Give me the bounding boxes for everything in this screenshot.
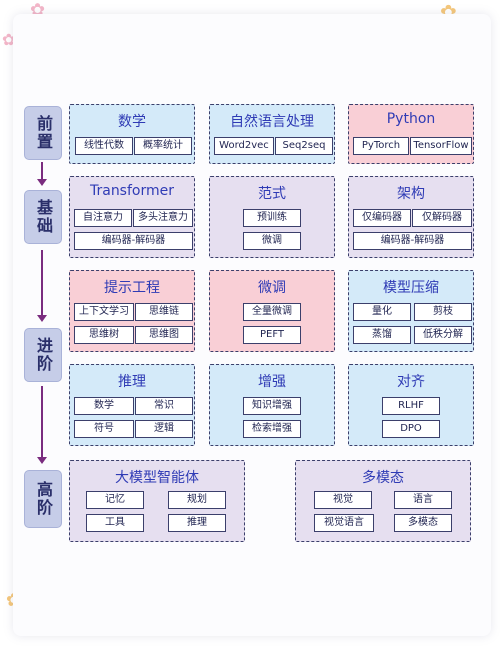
box-title: 数学 bbox=[118, 114, 146, 130]
topic-chip: 语言 bbox=[394, 491, 452, 509]
topic-chip: 线性代数 bbox=[75, 137, 133, 155]
box-math: 数学 线性代数 概率统计 bbox=[69, 104, 195, 164]
box-title: 多模态 bbox=[362, 470, 404, 486]
topic-chip: 工具 bbox=[86, 514, 144, 532]
box-title: 自然语言处理 bbox=[230, 114, 314, 130]
topic-chip: PEFT bbox=[243, 326, 301, 344]
box-alignment: 对齐 RLHF DPO bbox=[348, 364, 474, 446]
topic-chip: 多头注意力 bbox=[133, 209, 193, 227]
topic-chip: 全量微调 bbox=[243, 303, 301, 321]
topic-chip: 思维树 bbox=[74, 326, 134, 344]
topic-chip: 视觉 bbox=[314, 491, 372, 509]
box-title: 增强 bbox=[258, 374, 286, 390]
topic-chip: 视觉语言 bbox=[314, 514, 374, 532]
box-prompt-engineering: 提示工程 上下文学习 思维链 思维树 思维图 bbox=[69, 270, 195, 352]
box-title: 范式 bbox=[258, 186, 286, 202]
topic-chip: 自注意力 bbox=[74, 209, 132, 227]
topic-chip: Seq2seq bbox=[275, 137, 333, 155]
topic-chip: 仅解码器 bbox=[412, 209, 472, 227]
box-title: 推理 bbox=[118, 374, 146, 390]
topic-chip: 记忆 bbox=[86, 491, 144, 509]
box-transformer: Transformer 自注意力 多头注意力 编码器-解码器 bbox=[69, 176, 195, 258]
topic-chip: Word2vec bbox=[214, 137, 274, 155]
box-compression: 模型压缩 量化 剪枝 蒸馏 低秩分解 bbox=[348, 270, 474, 352]
topic-chip: 低秩分解 bbox=[414, 326, 472, 344]
box-paradigm: 范式 预训练 微调 bbox=[209, 176, 335, 258]
topic-chip: 符号 bbox=[74, 420, 134, 438]
box-title: 模型压缩 bbox=[383, 280, 439, 296]
box-python: Python PyTorch TensorFlow bbox=[348, 104, 474, 164]
topic-chip: 量化 bbox=[353, 303, 411, 321]
box-llm-agent: 大模型智能体 记忆 规划 工具 推理 bbox=[69, 460, 245, 542]
box-reasoning: 推理 数学 常识 符号 逻辑 bbox=[69, 364, 195, 446]
topic-chip: PyTorch bbox=[353, 137, 409, 155]
topic-chip: 常识 bbox=[135, 397, 193, 415]
topic-chip: 数学 bbox=[74, 397, 134, 415]
topic-chip: 知识增强 bbox=[243, 397, 301, 415]
box-title: 对齐 bbox=[397, 374, 425, 390]
stage-expert: 高阶 bbox=[24, 470, 62, 528]
topic-chip: 蒸馏 bbox=[353, 326, 411, 344]
topic-chip: TensorFlow bbox=[410, 137, 472, 155]
topic-chip: 编码器-解码器 bbox=[353, 232, 472, 250]
box-title: 提示工程 bbox=[104, 280, 160, 296]
stage-arrow bbox=[37, 386, 47, 464]
box-title: 微调 bbox=[258, 280, 286, 296]
topic-chip: 思维图 bbox=[135, 326, 193, 344]
stage-prerequisite: 前置 bbox=[24, 106, 62, 160]
box-title: Transformer bbox=[89, 183, 174, 199]
stage-basic: 基础 bbox=[24, 190, 62, 244]
box-augmentation: 增强 知识增强 检索增强 bbox=[209, 364, 335, 446]
box-title: 大模型智能体 bbox=[115, 470, 199, 486]
box-finetune: 微调 全量微调 PEFT bbox=[209, 270, 335, 352]
topic-chip: 推理 bbox=[168, 514, 226, 532]
stage-arrow bbox=[37, 162, 47, 186]
stage-advanced: 进阶 bbox=[24, 328, 62, 382]
topic-chip: 检索增强 bbox=[243, 420, 301, 438]
topic-chip: 规划 bbox=[168, 491, 226, 509]
topic-chip: 编码器-解码器 bbox=[74, 232, 193, 250]
topic-chip: 逻辑 bbox=[135, 420, 193, 438]
topic-chip: RLHF bbox=[382, 397, 440, 415]
topic-chip: 剪枝 bbox=[414, 303, 472, 321]
topic-chip: 微调 bbox=[243, 232, 301, 250]
topic-chip: 预训练 bbox=[243, 209, 301, 227]
box-architecture: 架构 仅编码器 仅解码器 编码器-解码器 bbox=[348, 176, 474, 258]
topic-chip: 多模态 bbox=[394, 514, 452, 532]
topic-chip: 概率统计 bbox=[134, 137, 192, 155]
topic-chip: 思维链 bbox=[135, 303, 193, 321]
box-title: Python bbox=[386, 111, 436, 127]
flower-decoration-icon: ✿ bbox=[2, 30, 16, 49]
box-nlp: 自然语言处理 Word2vec Seq2seq bbox=[209, 104, 335, 164]
topic-chip: DPO bbox=[382, 420, 440, 438]
stage-arrow bbox=[37, 250, 47, 322]
box-multimodal: 多模态 视觉 语言 视觉语言 多模态 bbox=[295, 460, 471, 542]
topic-chip: 上下文学习 bbox=[74, 303, 134, 321]
topic-chip: 仅编码器 bbox=[353, 209, 411, 227]
box-title: 架构 bbox=[397, 186, 425, 202]
